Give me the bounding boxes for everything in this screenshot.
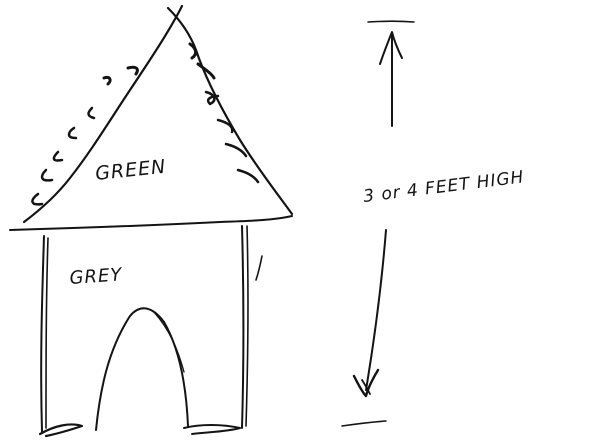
canopy-left-marks [32, 67, 137, 204]
canopy-triangle [10, 6, 292, 230]
base-structure [40, 226, 262, 436]
base-label: GREY [69, 264, 124, 289]
height-label: 3 or 4 FEET HIGH [362, 167, 525, 207]
height-dimension [342, 21, 414, 426]
canopy-label: GREEN [94, 156, 167, 185]
